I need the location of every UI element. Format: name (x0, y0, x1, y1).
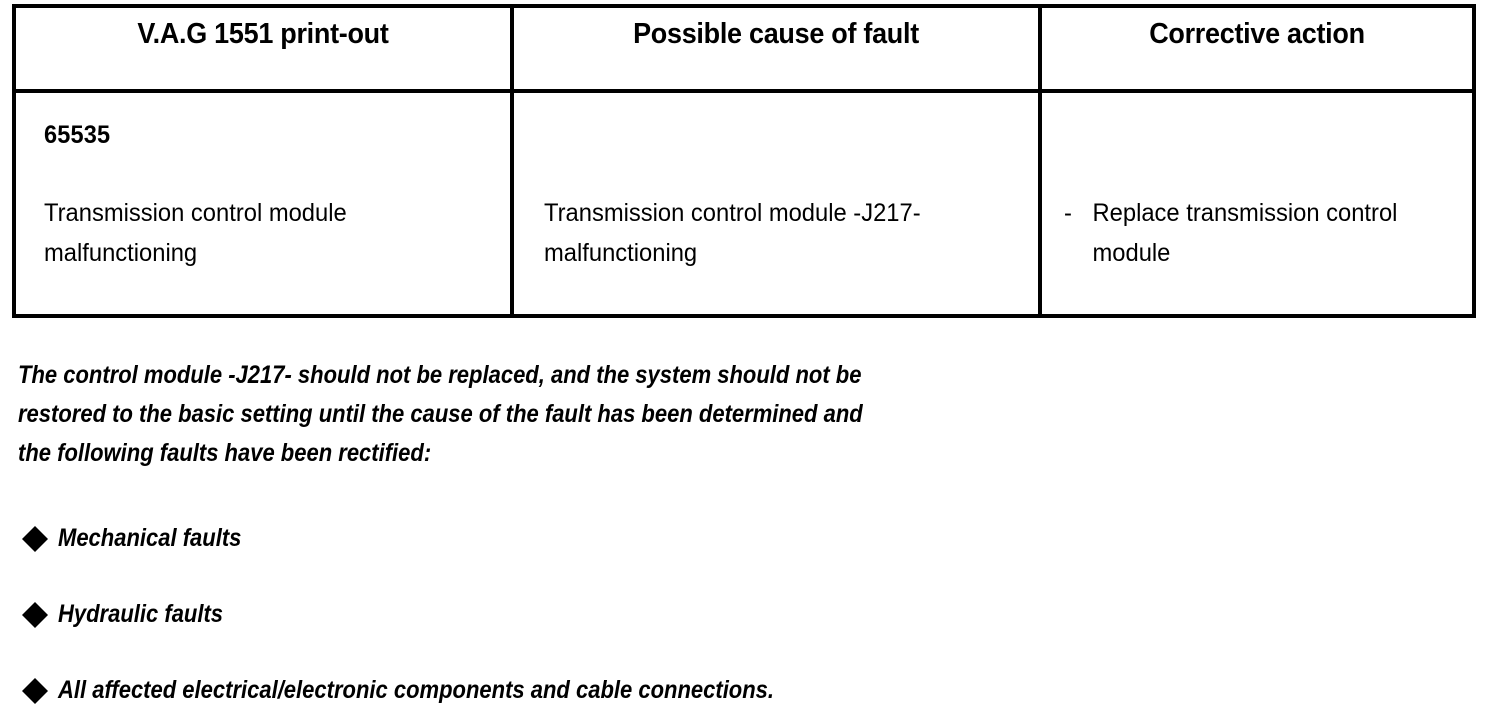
note-paragraph: The control module -J217- should not be … (18, 356, 1056, 473)
action-dash-marker: - (1064, 199, 1072, 227)
cell-action: - Replace transmission control module (1038, 89, 1476, 318)
list-item: Mechanical faults (22, 500, 1322, 576)
list-item-label: All affected electrical/electronic compo… (58, 675, 775, 704)
table-row: 65535 Transmission control module malfun… (12, 89, 1476, 318)
cell-cause: Transmission control module -J217- malfu… (510, 89, 1042, 318)
diamond-bullet-icon (22, 678, 48, 704)
action-description: - Replace transmission control module (1064, 193, 1440, 273)
table-header-cell-cause: Possible cause of fault (510, 4, 1042, 93)
note-line: The control module -J217- should not be … (18, 361, 862, 389)
table-header-cell-action: Corrective action (1038, 4, 1476, 93)
list-item-label: Hydraulic faults (58, 599, 224, 628)
column-header-label: Possible cause of fault (633, 18, 919, 50)
diamond-bullet-icon (22, 602, 48, 628)
table-header-cell-printout: V.A.G 1551 print-out (12, 4, 514, 93)
list-item-label: Mechanical faults (58, 523, 242, 552)
fault-code-table: V.A.G 1551 print-out Possible cause of f… (12, 4, 1476, 318)
action-text: Replace transmission control module (1092, 199, 1398, 267)
fault-checklist: Mechanical faults Hydraulic faults All a… (22, 500, 1322, 728)
list-item: Hydraulic faults (22, 576, 1322, 652)
note-line: the following faults have been rectified… (18, 439, 432, 467)
fault-code: 65535 (44, 121, 111, 149)
printout-description: Transmission control module malfunctioni… (44, 199, 347, 267)
cell-printout: 65535 Transmission control module malfun… (12, 89, 514, 318)
note-line: restored to the basic setting until the … (18, 400, 863, 428)
list-item: All affected electrical/electronic compo… (22, 652, 1322, 728)
cause-description: Transmission control module -J217- malfu… (544, 199, 921, 267)
table-header-row: V.A.G 1551 print-out Possible cause of f… (12, 4, 1476, 93)
column-header-label: V.A.G 1551 print-out (137, 18, 389, 50)
column-header-label: Corrective action (1149, 18, 1365, 50)
diamond-bullet-icon (22, 526, 48, 552)
